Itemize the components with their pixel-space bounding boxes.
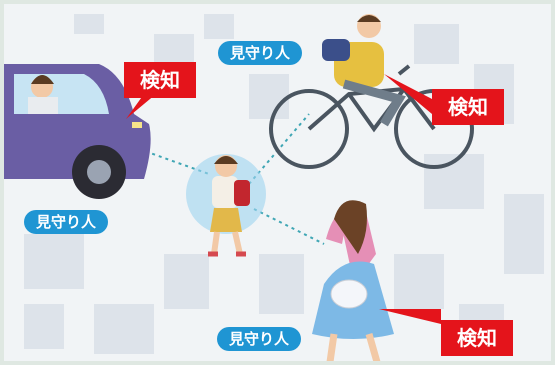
detect-badge-cyclist: 検知 (432, 89, 504, 125)
watcher-badge-pedestrian: 見守り人 (217, 327, 302, 351)
watcher-badge-cyclist: 見守り人 (218, 41, 303, 65)
detect-badge-pedestrian: 検知 (441, 320, 513, 356)
cyclist-body (322, 14, 406, 127)
car-illustration (4, 64, 151, 199)
detect-badge-driver: 検知 (124, 62, 196, 98)
pedestrian-illustration (312, 200, 394, 361)
watcher-badge-driver: 見守り人 (24, 210, 109, 234)
child-illustration (208, 155, 250, 257)
badge-pointers (126, 74, 441, 324)
